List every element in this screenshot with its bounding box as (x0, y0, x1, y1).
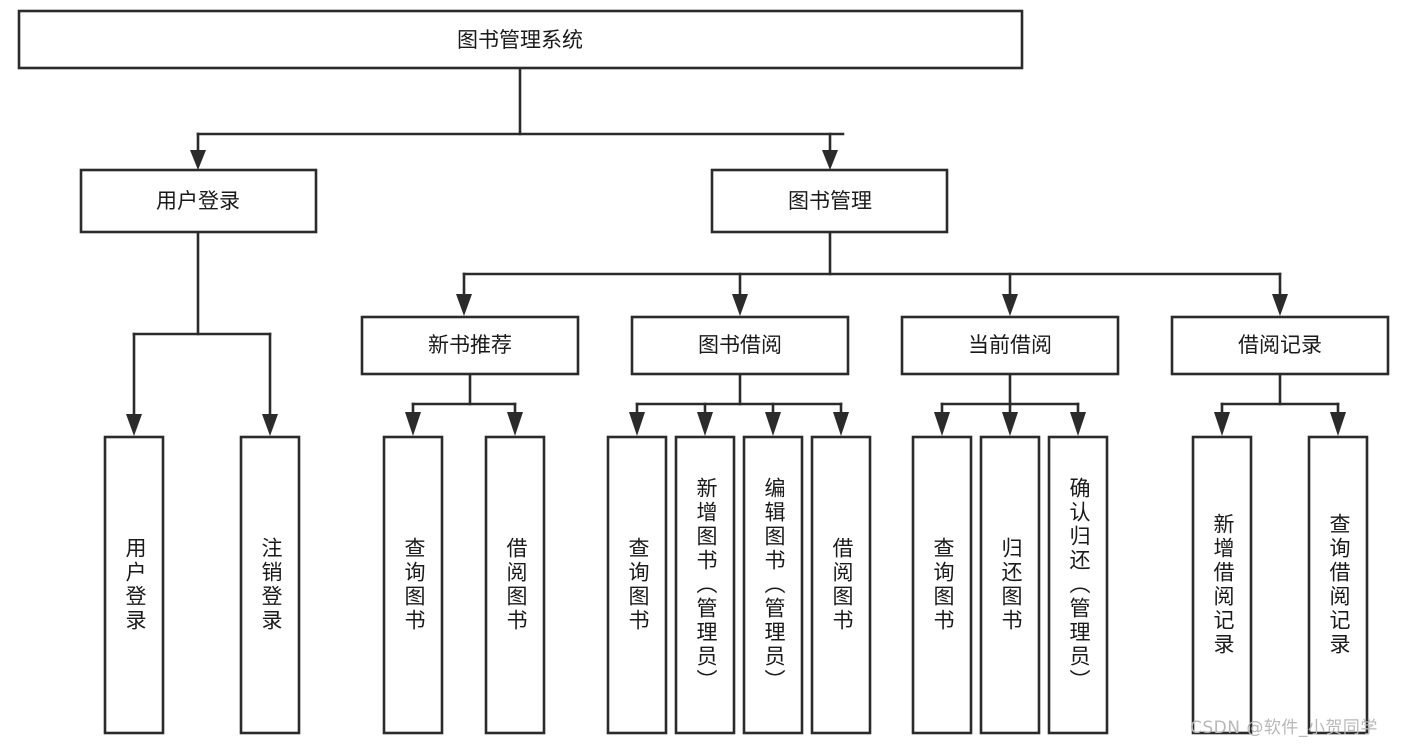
node-borrow-record[interactable]: 借阅记录 (1170, 315, 1390, 376)
node-borrow-record-label: 借阅记录 (1238, 333, 1322, 357)
node-leaf-query-book-3-label: 查询图书 (931, 537, 955, 633)
node-leaf-query-book-1[interactable]: 查询图书 (382, 435, 444, 735)
node-leaf-query-record-label: 查询借阅记录 (1327, 513, 1351, 657)
node-leaf-confirm-return[interactable]: 确认归还（管理员） (1047, 435, 1109, 735)
node-leaf-query-book-2-label: 查询图书 (626, 537, 650, 633)
node-leaf-edit-book-label: 编辑图书（管理员） (762, 477, 786, 693)
edge-currentborrow-to-leaves (934, 372, 1086, 436)
node-leaf-add-record[interactable]: 新增借阅记录 (1191, 435, 1253, 735)
node-leaf-logout-label: 注销登录 (259, 537, 283, 633)
node-leaf-query-book-3[interactable]: 查询图书 (911, 435, 973, 735)
edge-bookmgmt-to-level3 (456, 230, 1288, 316)
node-leaf-query-record[interactable]: 查询借阅记录 (1307, 435, 1369, 735)
edge-newbook-to-leaves (405, 372, 523, 436)
edge-bookborrow-to-leaves (629, 372, 849, 436)
node-user-login-label: 用户登录 (156, 189, 240, 213)
node-new-book-recommend-label: 新书推荐 (428, 333, 512, 357)
edge-root-to-level2 (190, 66, 845, 170)
node-leaf-user-login[interactable]: 用户登录 (103, 435, 165, 735)
node-leaf-confirm-return-label: 确认归还（管理员） (1067, 477, 1091, 693)
node-new-book-recommend[interactable]: 新书推荐 (360, 315, 580, 376)
edge-borrowrecord-to-leaves (1214, 372, 1346, 436)
node-leaf-return-book[interactable]: 归还图书 (979, 435, 1041, 735)
node-leaf-return-book-label: 归还图书 (999, 537, 1023, 633)
node-leaf-add-record-label: 新增借阅记录 (1211, 513, 1235, 657)
csdn-watermark: CSDN @软件_小贺同学 (1190, 718, 1378, 738)
node-leaf-edit-book[interactable]: 编辑图书（管理员） (742, 435, 804, 735)
node-leaf-add-book-label: 新增图书（管理员） (694, 477, 718, 693)
node-leaf-borrow-book-2-label: 借阅图书 (830, 537, 854, 633)
edge-userlogin-to-leaves (126, 230, 278, 436)
node-leaf-add-book[interactable]: 新增图书（管理员） (674, 435, 736, 735)
node-leaf-logout[interactable]: 注销登录 (239, 435, 301, 735)
node-leaf-borrow-book-1[interactable]: 借阅图书 (484, 435, 546, 735)
node-current-borrow-label: 当前借阅 (968, 333, 1052, 357)
node-leaf-borrow-book-1-label: 借阅图书 (504, 537, 528, 633)
node-book-borrow-label: 图书借阅 (698, 333, 782, 357)
node-user-login[interactable]: 用户登录 (79, 168, 318, 234)
node-leaf-borrow-book-2[interactable]: 借阅图书 (810, 435, 872, 735)
node-book-borrow[interactable]: 图书借阅 (630, 315, 850, 376)
node-book-management[interactable]: 图书管理 (710, 168, 949, 234)
node-root-label: 图书管理系统 (457, 28, 583, 52)
node-leaf-query-book-2[interactable]: 查询图书 (606, 435, 668, 735)
node-root[interactable]: 图书管理系统 (17, 9, 1024, 70)
node-leaf-query-book-1-label: 查询图书 (402, 537, 426, 633)
node-book-management-label: 图书管理 (788, 189, 872, 213)
node-leaf-user-login-label: 用户登录 (123, 537, 147, 633)
node-current-borrow[interactable]: 当前借阅 (900, 315, 1120, 376)
